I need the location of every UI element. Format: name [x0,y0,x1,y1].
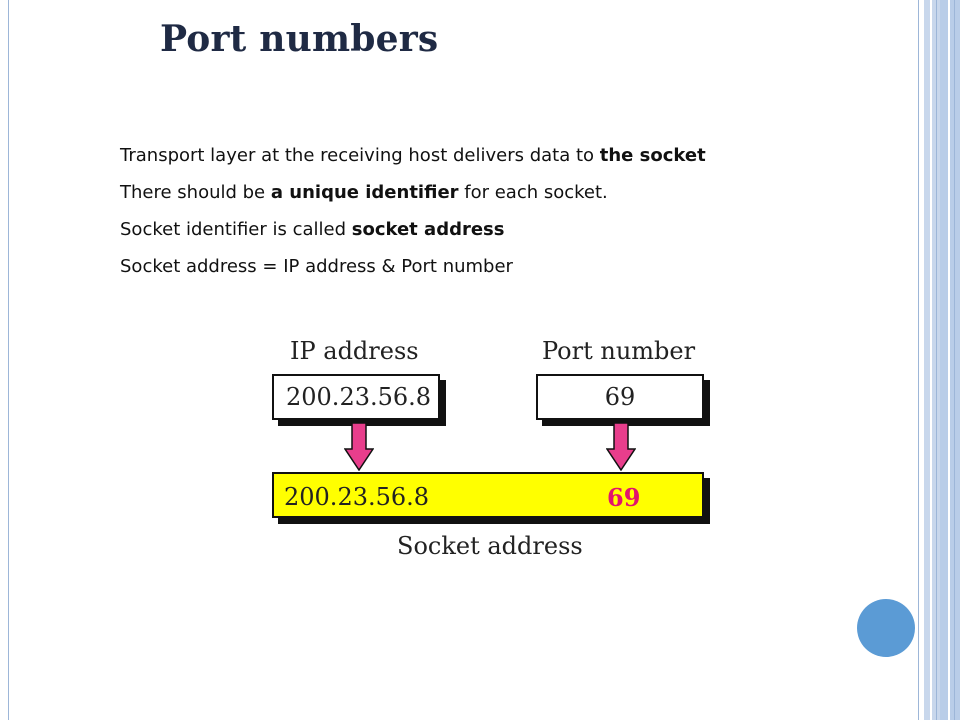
down-arrow-icon [606,423,636,471]
slide-title: Port numbers [160,18,439,60]
accent-circle [857,599,915,657]
port-number-value: 69 [604,383,636,411]
bullet-item: Transport layer at the receiving host de… [120,144,740,168]
bullet-text-run: socket address [351,219,505,240]
bullet-list: Transport layer at the receiving host de… [120,144,740,292]
down-arrow-icon [344,423,374,471]
bullet-text-run: the socket [599,145,706,166]
port-number-label: Port number [542,337,696,365]
port-number-box: 69 [536,374,704,420]
bullet-item: There should be a unique identifier for … [120,181,740,205]
side-stripes-decoration [924,0,960,720]
ip-address-box: 200.23.56.8 [272,374,440,420]
socket-ip-value: 200.23.56.8 [284,483,430,511]
bullet-text-run: Socket identifier is called [120,219,352,240]
socket-address-box: 200.23.56.8 69 [272,472,704,518]
socket-port-value: 69 [607,483,641,512]
bullet-text-run: a unique identifier [270,182,459,203]
slide-frame-right [918,0,919,720]
bullet-text-run: There should be [120,182,271,203]
ip-address-value: 200.23.56.8 [286,383,432,411]
bullet-text-run: for each socket. [458,182,608,203]
bullet-text-run: Socket address = IP address & Port numbe… [120,256,513,277]
ip-address-label: IP address [290,337,419,365]
socket-address-label: Socket address [397,532,583,560]
slide-frame-left [8,0,9,720]
bullet-item: Socket address = IP address & Port numbe… [120,255,740,279]
bullet-text-run: Transport layer at the receiving host de… [120,145,600,166]
bullet-item: Socket identifier is called socket addre… [120,218,740,242]
socket-address-diagram: IP address Port number 200.23.56.8 69 20… [260,333,720,573]
